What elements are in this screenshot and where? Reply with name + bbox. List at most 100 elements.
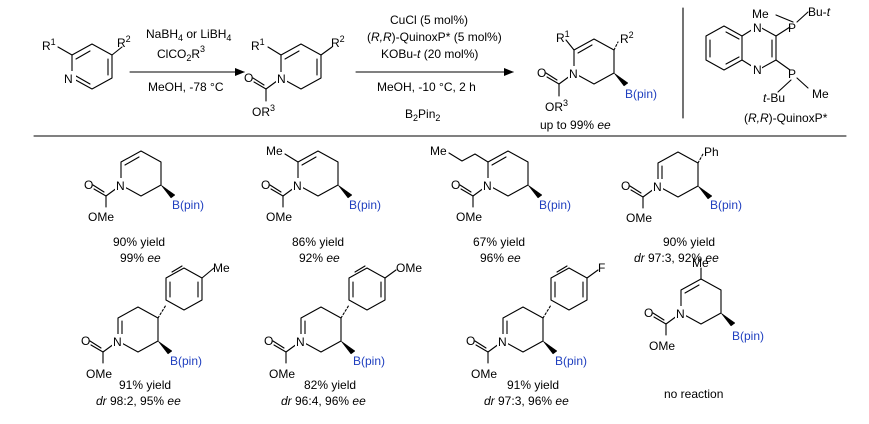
svg-text:MeOH, -10 °C, 2 h: MeOH, -10 °C, 2 h: [377, 80, 476, 94]
product-1-result: 90% yield 99% ee: [113, 235, 165, 265]
svg-text:Me: Me: [266, 144, 283, 158]
svg-text:OMe: OMe: [471, 367, 497, 381]
product-2-result: 86% yield 92% ee: [292, 235, 344, 265]
product-4-structure: N O OMe Ph B(pin): [621, 145, 742, 225]
svg-text:KOBu-t (20 mol%): KOBu-t (20 mol%): [381, 47, 478, 61]
product-2-structure: N O OMe Me B(pin): [261, 144, 381, 224]
svg-text:N: N: [277, 72, 286, 86]
svg-text:N: N: [293, 179, 302, 193]
svg-text:P: P: [788, 21, 796, 35]
product-3-structure: N O OMe Me B(pin): [430, 144, 571, 224]
svg-text:67% yield: 67% yield: [473, 235, 525, 249]
svg-text:R2: R2: [620, 30, 634, 46]
product-4-result: 90% yield dr 97:3, 92% ee: [634, 235, 719, 265]
svg-text:Bu-t: Bu-t: [808, 5, 831, 19]
svg-text:OR3: OR3: [545, 98, 568, 114]
svg-text:OMe: OMe: [456, 210, 482, 224]
svg-text:dr 97:3, 92% ee: dr 97:3, 92% ee: [634, 251, 719, 265]
svg-text:t-Bu: t-Bu: [763, 91, 785, 105]
product-6-structure: N O OMe OMe B(pin): [264, 261, 422, 381]
svg-text:dr 98:2, 95% ee: dr 98:2, 95% ee: [96, 394, 181, 408]
svg-text:R1: R1: [251, 37, 265, 53]
svg-text:dr 97:3, 96% ee: dr 97:3, 96% ee: [484, 394, 569, 408]
svg-text:B(pin): B(pin): [539, 198, 571, 212]
svg-text:B(pin): B(pin): [732, 329, 764, 343]
svg-text:N: N: [296, 335, 305, 349]
svg-text:90% yield: 90% yield: [113, 235, 165, 249]
svg-text:91% yield: 91% yield: [119, 378, 171, 392]
svg-text:O: O: [644, 306, 653, 320]
svg-text:N: N: [116, 179, 125, 193]
svg-text:O: O: [261, 178, 270, 192]
svg-text:B(pin): B(pin): [170, 354, 202, 368]
svg-text:B(pin): B(pin): [555, 354, 587, 368]
svg-text:Me: Me: [430, 144, 447, 158]
svg-text:Ph: Ph: [704, 145, 719, 159]
svg-text:B(pin): B(pin): [172, 198, 204, 212]
svg-text:ClCO2R3: ClCO2R3: [157, 44, 205, 63]
product-6-result: 82% yield dr 96:4, 96% ee: [281, 378, 366, 408]
svg-text:R2: R2: [331, 34, 345, 50]
svg-text:O: O: [84, 178, 93, 192]
svg-text:no reaction: no reaction: [664, 387, 723, 401]
product-3-result: 67% yield 96% ee: [473, 235, 525, 265]
svg-text:OMe: OMe: [649, 339, 675, 353]
pyridine-r2: R2: [117, 34, 131, 50]
product-7-result: 91% yield dr 97:3, 96% ee: [484, 378, 569, 408]
svg-text:P: P: [788, 67, 796, 81]
svg-text:R1: R1: [556, 29, 570, 45]
pyridine-n: N: [64, 72, 73, 86]
svg-text:82% yield: 82% yield: [304, 378, 356, 392]
svg-text:F: F: [598, 261, 605, 275]
svg-text:N: N: [569, 67, 578, 81]
svg-text:MeOH, -78 °C: MeOH, -78 °C: [148, 80, 224, 94]
svg-text:99% ee: 99% ee: [120, 251, 161, 265]
product-5-result: 91% yield dr 98:2, 95% ee: [96, 378, 181, 408]
svg-text:B(pin): B(pin): [710, 198, 742, 212]
svg-text:dr 96:4, 96% ee: dr 96:4, 96% ee: [281, 394, 366, 408]
svg-text:OR3: OR3: [252, 103, 275, 119]
svg-text:96% ee: 96% ee: [480, 251, 521, 265]
svg-text:O: O: [451, 178, 460, 192]
svg-text:CuCl (5 mol%): CuCl (5 mol%): [390, 13, 468, 27]
svg-text:O: O: [621, 179, 630, 193]
svg-text:(R,R)-QuinoxP* (5 mol%): (R,R)-QuinoxP* (5 mol%): [367, 30, 502, 44]
svg-text:OMe: OMe: [269, 367, 295, 381]
product-5-structure: N O OMe Me B(pin): [81, 261, 230, 381]
svg-text:N: N: [753, 21, 762, 35]
svg-text:B(pin): B(pin): [349, 198, 381, 212]
svg-text:N: N: [483, 179, 492, 193]
svg-text:up to 99% ee: up to 99% ee: [540, 118, 611, 132]
svg-text:OMe: OMe: [88, 210, 114, 224]
pyridine-structure: N R1 R2: [42, 34, 131, 90]
svg-text:(R,R)-QuinoxP*: (R,R)-QuinoxP*: [744, 111, 828, 125]
svg-text:N: N: [113, 335, 122, 349]
svg-text:Me: Me: [812, 87, 829, 101]
svg-text:N: N: [676, 307, 685, 321]
svg-text:O: O: [81, 334, 90, 348]
svg-text:92% ee: 92% ee: [299, 251, 340, 265]
svg-text:N: N: [498, 335, 507, 349]
svg-text:N: N: [753, 63, 762, 77]
svg-text:B(pin): B(pin): [353, 354, 385, 368]
svg-text:OMe: OMe: [626, 211, 652, 225]
product-structure: N O OR3 R1 R2 B(pin) up to 99% ee: [537, 29, 657, 132]
product-1-structure: N O OMe B(pin): [84, 150, 204, 224]
svg-text:OMe: OMe: [86, 367, 112, 381]
product-8-structure: N O OMe Me B(pin): [644, 256, 764, 353]
pyridine-r1: R1: [42, 37, 56, 53]
svg-text:NaBH4 or LiBH4: NaBH4 or LiBH4: [146, 27, 231, 43]
dihydropyridine-structure: N O OR3 R1 R2: [244, 34, 345, 119]
step1-conditions: NaBH4 or LiBH4 ClCO2R3 MeOH, -78 °C: [146, 27, 231, 94]
svg-text:Me: Me: [213, 261, 230, 275]
product-7-structure: N O OMe F B(pin): [466, 261, 605, 381]
svg-text:B(pin): B(pin): [625, 87, 657, 101]
quinoxp-ligand-structure: N N P P Me Bu-t Me t-Bu (R,R)-QuinoxP*: [705, 5, 831, 125]
svg-text:B2Pin2: B2Pin2: [405, 107, 440, 123]
svg-text:O: O: [537, 66, 546, 80]
svg-text:O: O: [264, 334, 273, 348]
svg-text:N: N: [653, 180, 662, 194]
svg-text:Me: Me: [692, 256, 709, 270]
svg-text:O: O: [244, 71, 253, 85]
